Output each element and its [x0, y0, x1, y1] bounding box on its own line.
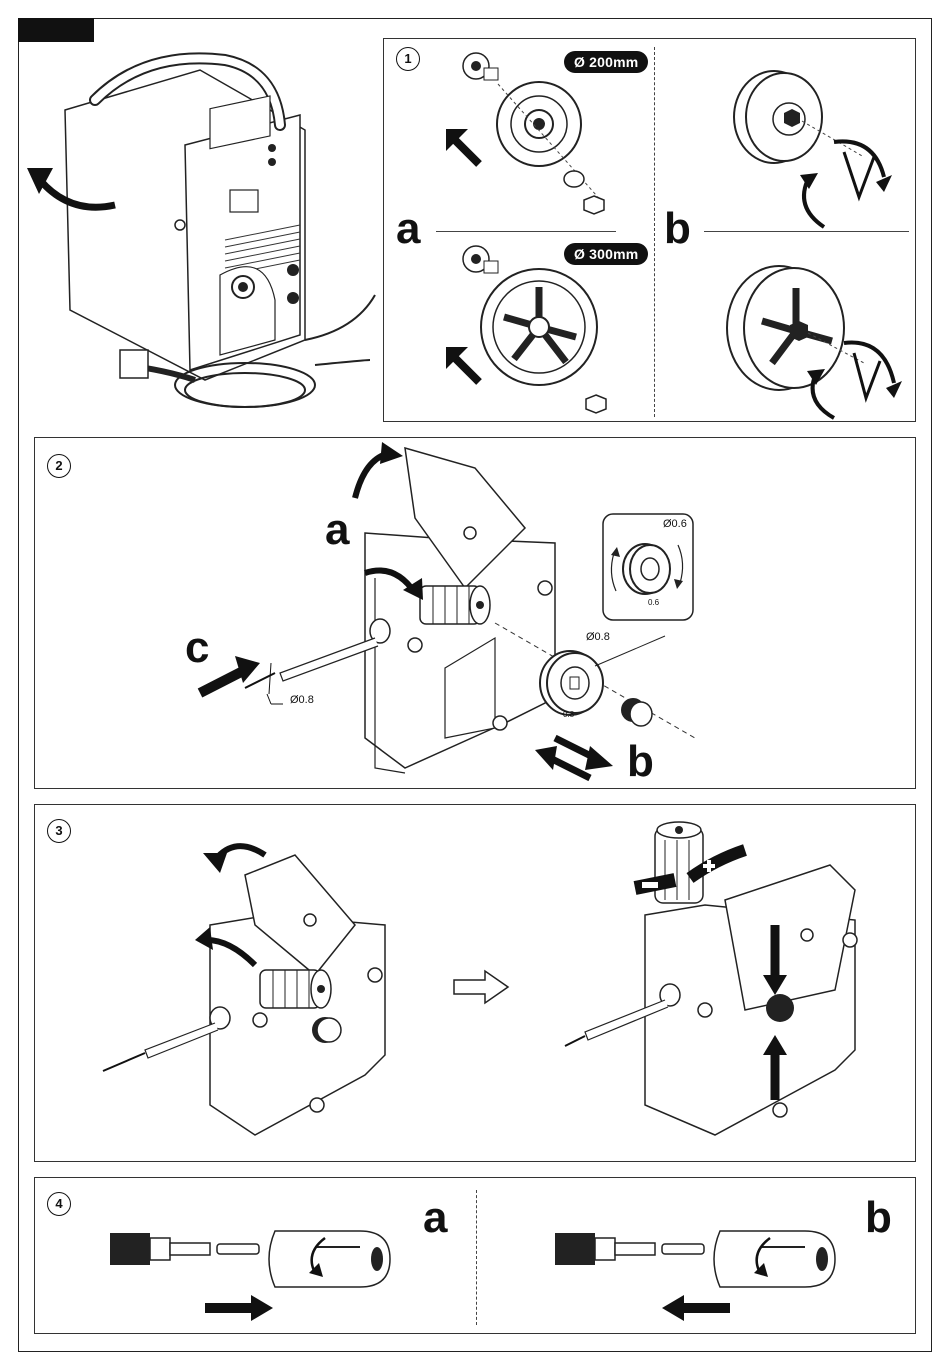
step2-panel: 2 a b c: [34, 437, 916, 789]
step3-panel: 3: [34, 804, 916, 1162]
step4-divider-vertical: [476, 1190, 477, 1325]
corner-tab: [18, 18, 94, 42]
step1-divider-a: [436, 231, 616, 232]
step1-number: 1: [396, 47, 420, 71]
step4-panel: 4 a b: [34, 1177, 916, 1334]
step2-number: 2: [47, 454, 71, 478]
step4-letter-a: a: [423, 1196, 447, 1240]
torch-tip-icon-b: [550, 1213, 850, 1323]
step4-letter-b: b: [865, 1196, 892, 1240]
step1-letter-b: b: [664, 207, 691, 251]
spool-icon-large-a: [454, 237, 624, 422]
torch-tip-icon-a: [105, 1213, 405, 1323]
step4-number: 4: [47, 1192, 71, 1216]
spool-icon-small-b: [714, 57, 904, 227]
step1-panel: 1 a b Ø 200mm Ø 300mm: [383, 38, 916, 422]
roller-mark-label: 0.8: [563, 710, 574, 719]
roller-diameter-label: Ø0.8: [586, 631, 610, 643]
welder-machine-illustration: [25, 40, 385, 420]
wire-feeder-illustration-closed: [525, 810, 865, 1155]
step1-divider-b: [704, 231, 909, 232]
inset-diameter-label: Ø0.6: [663, 518, 687, 530]
spool-icon-small-a: [454, 44, 624, 229]
step1-letter-a: a: [396, 207, 420, 251]
inset-mark-label: 0.6: [648, 598, 659, 607]
wire-feeder-illustration-feeding: [95, 815, 455, 1155]
spool-icon-large-b: [704, 243, 904, 418]
wire-diameter-label: Ø0.8: [290, 694, 314, 706]
wire-feeder-illustration-open: [175, 438, 875, 788]
next-step-arrow-icon: [453, 970, 509, 1004]
step1-divider-vertical: [654, 47, 655, 417]
step3-number: 3: [47, 819, 71, 843]
